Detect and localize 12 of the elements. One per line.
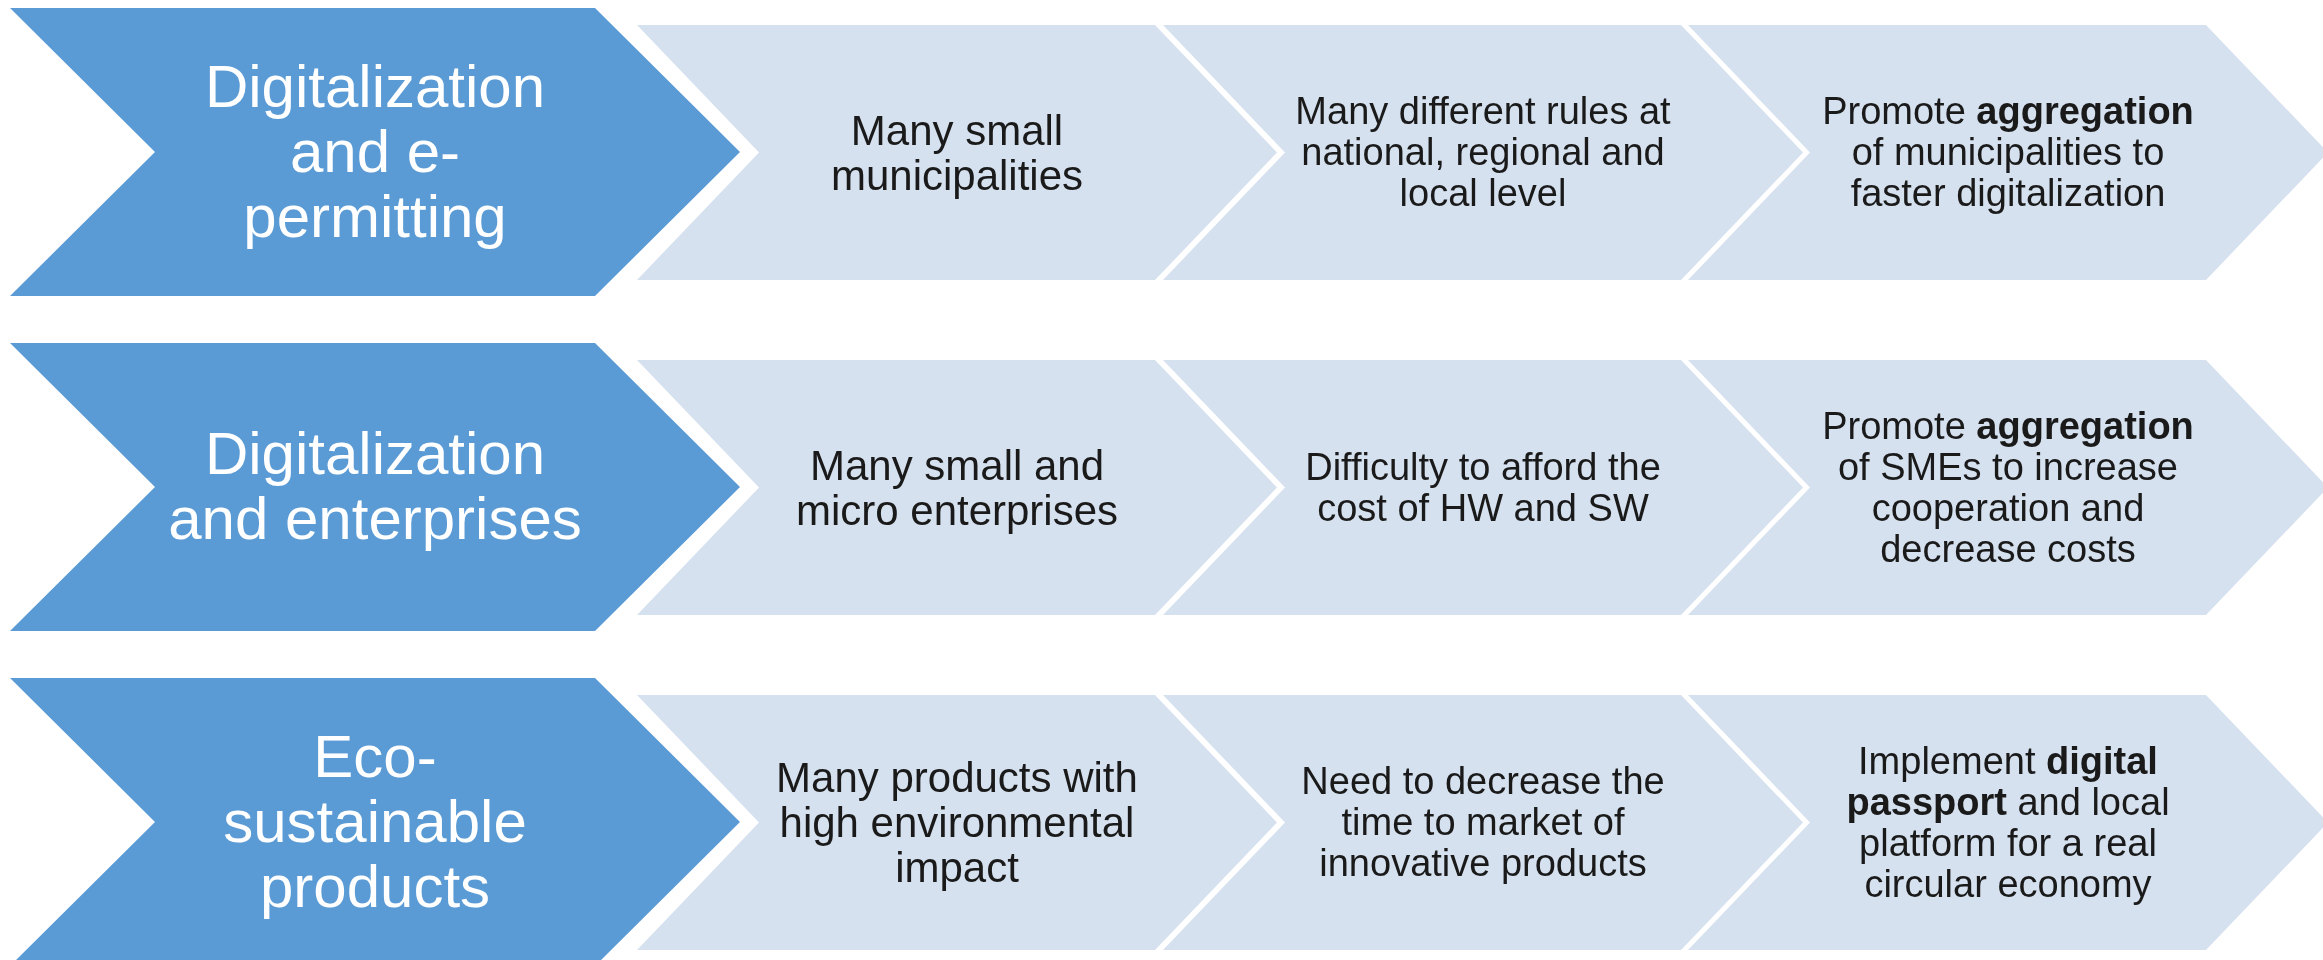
row-heading: Digitalization and e-permitting	[203, 54, 547, 250]
chevron-text: Promote aggregation of municipalities to faster digitalization	[1821, 90, 2195, 215]
chevron-text: Many different rules at national, regional and local level	[1295, 90, 1671, 215]
chevron-text: Promote aggregation of SMEs to increase cooperation and decrease costs	[1821, 405, 2195, 570]
chevron-text: Many small and micro enterprises	[794, 442, 1120, 533]
chevron-text: Many products with high environmental impact	[775, 754, 1139, 891]
chevron-text: Implement digital passport and local platform for a real circular economy	[1845, 740, 2171, 905]
row-heading: Eco-sustainable products	[222, 724, 528, 920]
row-heading: Digitalization and enterprises	[167, 422, 583, 552]
chevron-text: Many small municipalities	[829, 107, 1085, 198]
chevron-text: Need to decrease the time to market of innovative products	[1300, 760, 1666, 885]
chevron-text: Difficulty to afford the cost of HW and SW	[1304, 446, 1662, 529]
